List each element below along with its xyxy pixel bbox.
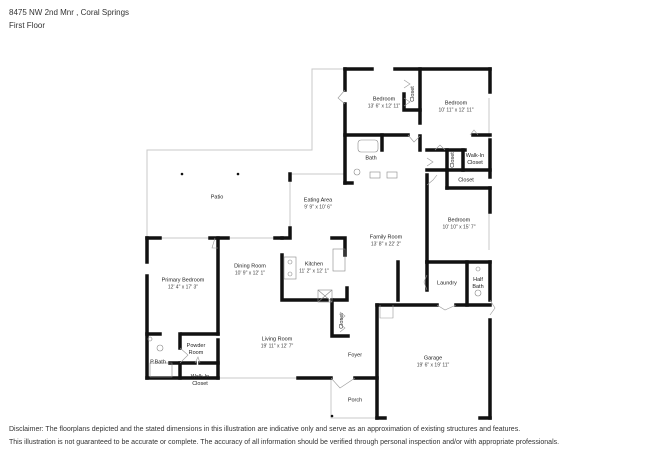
room-bath: Bath: [365, 155, 377, 162]
room-closet-3: Closet: [458, 177, 474, 184]
room-foyer: Foyer: [347, 352, 363, 359]
address-title: 8475 NW 2nd Mnr , Coral Springs: [9, 8, 130, 17]
room-p-bath: P.Bath: [150, 359, 166, 366]
room-closet-4: Closet: [339, 313, 345, 329]
room-walk-in-closet-1: Walk-In Closet: [465, 153, 485, 166]
room-porch: Porch: [347, 397, 363, 404]
disclaimer-line-2: This illustration is not guaranteed to b…: [9, 439, 560, 446]
room-closet-2: Closet: [450, 152, 456, 168]
room-closet-1: Closet: [410, 86, 416, 102]
room-patio: Patio: [210, 194, 224, 201]
disclaimer-line-1: Disclaimer: The floorplans depicted and …: [9, 426, 521, 433]
room-powder-room: Powder Room: [186, 343, 206, 356]
patio-outline: [146, 68, 345, 238]
room-walk-in-closet-2: Walk-In Closet: [190, 374, 210, 387]
floor-label: First Floor: [9, 21, 45, 30]
room-laundry: Laundry: [437, 280, 457, 287]
room-half-bath: Half Bath: [472, 277, 484, 290]
